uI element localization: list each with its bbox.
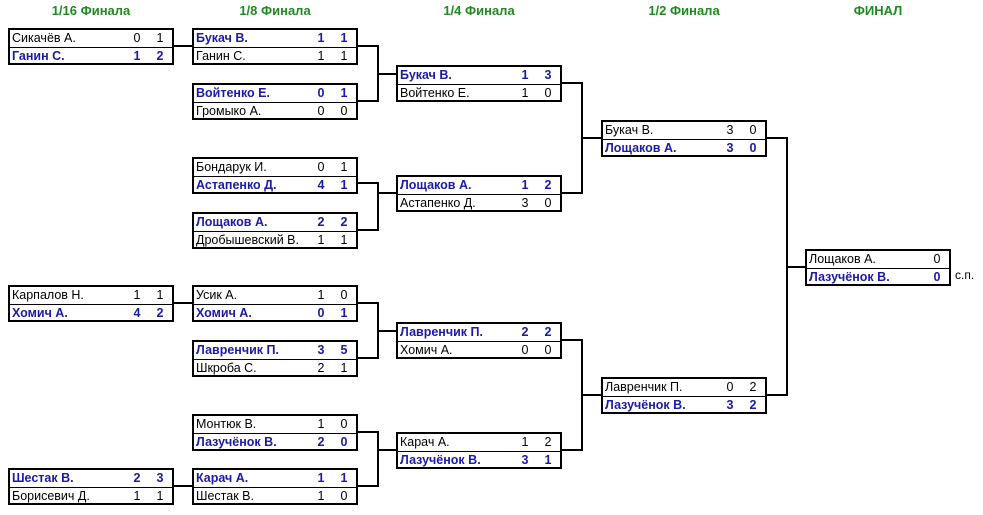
round-header-1-16: 1/16 Финала: [51, 3, 131, 18]
round-header-final: ФИНАЛ: [853, 3, 903, 18]
player-row-winner: Лазучёнок В.0: [809, 270, 941, 284]
player-row: Лощаков А.0: [807, 251, 949, 269]
round-header-1-4: 1/4 Финала: [443, 3, 515, 18]
round-header-1-2: 1/2 Финала: [648, 3, 720, 18]
round-header-1-8: 1/8 Финала: [239, 3, 311, 18]
match-final: Лощаков А.0 Лазучёнок В.0: [805, 249, 951, 286]
final-note: с.п.: [955, 268, 975, 282]
